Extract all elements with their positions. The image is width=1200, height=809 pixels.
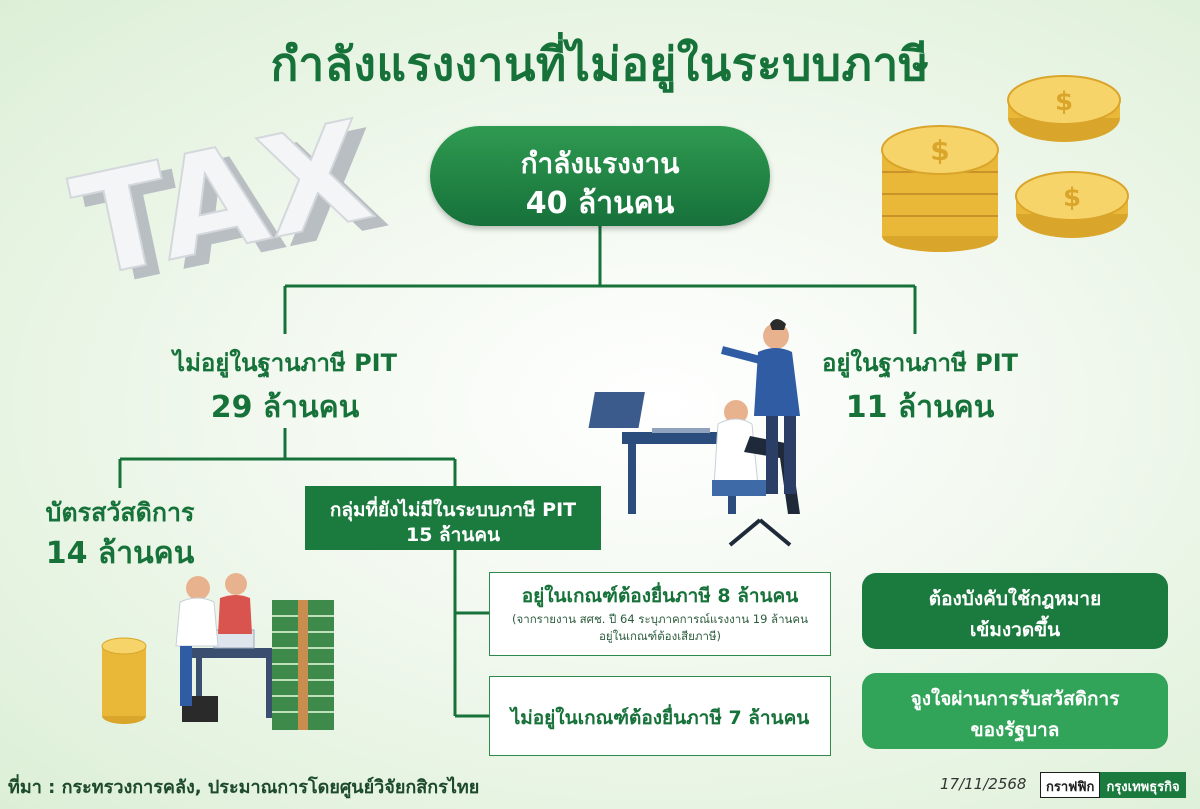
svg-text:$: $ bbox=[1055, 87, 1073, 117]
not-in-pit-count: 29 ล้านคน bbox=[210, 390, 360, 425]
brand-name: กรุงเทพธุรกิจ bbox=[1100, 772, 1186, 798]
not-in-pit-label: ไม่อยู่ในฐานภาษี PIT bbox=[173, 349, 397, 377]
in-pit-label: อยู่ในฐานภาษี PIT bbox=[821, 349, 1019, 377]
not-file-label: ไม่อยู่ในเกณฑ์ต้องยื่นภาษี 7 ล้านคน bbox=[510, 707, 810, 729]
source-note: ที่มา : กระทรวงการคลัง, ประมาณการโดยศูนย… bbox=[8, 777, 480, 798]
coin-icon: $ bbox=[1015, 171, 1129, 238]
connector-lines bbox=[118, 226, 917, 718]
svg-text:TAX: TAX bbox=[60, 90, 384, 309]
not-file-box: ไม่อยู่ในเกณฑ์ต้องยื่นภาษี 7 ล้านคน bbox=[489, 676, 831, 756]
root-count: 40 ล้านคน bbox=[525, 186, 675, 221]
no-pit-group-label: กลุ่มที่ยังไม่มีในระบบภาษี PIT bbox=[329, 499, 577, 521]
svg-text:$: $ bbox=[930, 134, 949, 167]
page-title: กำลังแรงงานที่ไม่อยู่ในระบบภาษี bbox=[270, 37, 930, 91]
recommendation-line: ของรัฐบาล bbox=[970, 719, 1060, 741]
root-labor-force-box: กำลังแรงงาน 40 ล้านคน bbox=[430, 126, 770, 226]
root-label: กำลังแรงงาน bbox=[520, 147, 680, 180]
brand-graphic-label: กราฟฟิก bbox=[1040, 772, 1101, 798]
workers-cash-illustration bbox=[101, 573, 334, 730]
svg-text:$: $ bbox=[1063, 183, 1081, 213]
date-label: 17/11/2568 bbox=[940, 775, 1027, 793]
welfare-card-label: บัตรสวัสดิการ bbox=[45, 498, 195, 527]
no-pit-group-count: 15 ล้านคน bbox=[405, 524, 501, 546]
recommendation-line: ต้องบังคับใช้กฎหมาย bbox=[928, 588, 1102, 610]
office-workers-illustration bbox=[588, 319, 800, 547]
recommendation-line: เข้มงวดขึ้น bbox=[969, 619, 1061, 641]
coin-icon: $ bbox=[1007, 75, 1121, 142]
coin-stack-icon: $ bbox=[881, 125, 999, 252]
must-file-label: อยู่ในเกณฑ์ต้องยื่นภาษี 8 ล้านคน bbox=[521, 585, 799, 607]
recommendation-enforce-law: ต้องบังคับใช้กฎหมาย เข้มงวดขึ้น bbox=[862, 573, 1168, 649]
recommendation-welfare-incentive: จูงใจผ่านการรับสวัสดิการ ของรัฐบาล bbox=[862, 673, 1168, 749]
welfare-card-count: 14 ล้านคน bbox=[45, 536, 195, 571]
brand-logo: กราฟฟิก กรุงเทพธุรกิจ bbox=[1040, 772, 1186, 798]
no-pit-group-box: กลุ่มที่ยังไม่มีในระบบภาษี PIT 15 ล้านคน bbox=[305, 486, 601, 550]
must-file-note: (จากรายงาน สศช. ปี 64 ระบุภาคการณ์แรงงาน… bbox=[512, 612, 808, 626]
in-pit-count: 11 ล้านคน bbox=[845, 390, 995, 425]
must-file-note: อยู่ในเกณฑ์ต้องเสียภาษี) bbox=[598, 629, 721, 643]
must-file-box: อยู่ในเกณฑ์ต้องยื่นภาษี 8 ล้านคน (จากราย… bbox=[489, 572, 831, 656]
recommendation-line: จูงใจผ่านการรับสวัสดิการ bbox=[910, 688, 1120, 710]
